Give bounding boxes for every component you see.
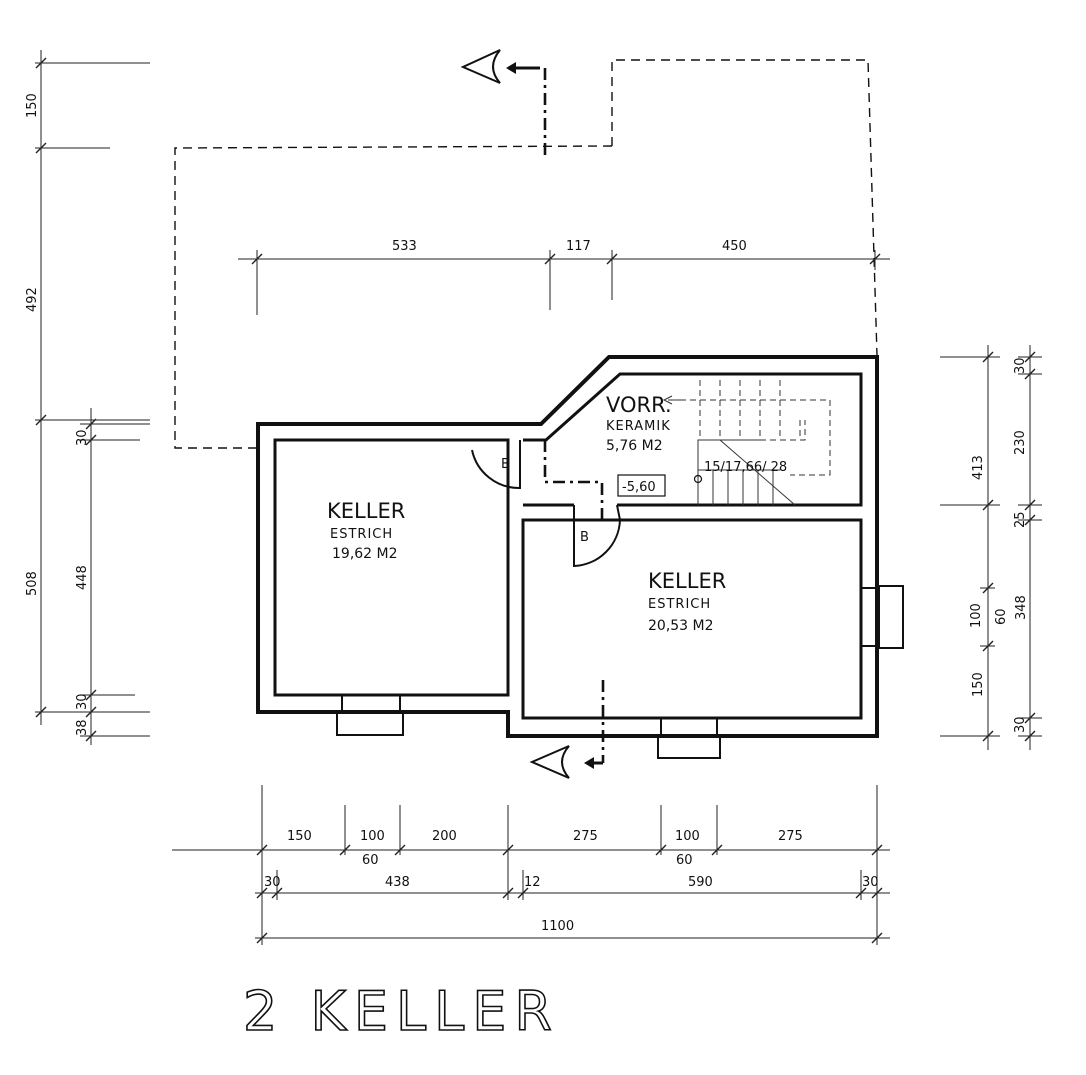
stair-spec: 15/17,66/ 28	[704, 460, 787, 475]
staircase	[662, 380, 831, 506]
room-name: VORR.	[606, 393, 672, 417]
dimension-chain-bottom-row1	[172, 785, 890, 945]
level-marker-box	[617, 474, 666, 497]
dimension-label: 30	[1013, 357, 1028, 374]
dimension-label: 60	[676, 853, 693, 868]
room-floor: KERAMIK	[606, 419, 671, 434]
dimension-label: 30	[862, 875, 879, 890]
dimension-label: 38	[75, 719, 90, 736]
door-label: B	[580, 530, 589, 545]
dimension-label: 30	[264, 875, 281, 890]
dimension-label: 30	[75, 693, 90, 710]
room-area: 5,76 M2	[606, 438, 663, 454]
dimension-label: 448	[75, 565, 90, 590]
room-floor: ESTRICH	[330, 527, 393, 542]
room-name: KELLER	[648, 569, 726, 593]
room-name: KELLER	[327, 499, 405, 523]
dimension-label: 413	[971, 455, 986, 480]
upper-floor-outline-dashed	[174, 59, 878, 449]
room-area: 19,62 M2	[332, 546, 398, 562]
section-arrow-top	[460, 49, 501, 84]
dimension-label: 590	[688, 875, 713, 890]
dimension-label: 100	[969, 603, 984, 628]
dimension-chain-top	[238, 250, 890, 315]
dimension-chain-bottom-row2	[255, 870, 890, 900]
level-marker: -5,60	[622, 480, 656, 495]
drawing-title: 2 KELLER	[243, 980, 560, 1043]
dimension-label: 30	[75, 429, 90, 446]
section-line-a	[506, 62, 605, 769]
dimension-label: 12	[524, 875, 541, 890]
dimension-label: 508	[25, 571, 40, 596]
dimension-label: 450	[722, 239, 747, 254]
door-label: B	[501, 457, 510, 472]
dimension-chain-left-inner	[80, 408, 150, 745]
door-right-room	[573, 504, 622, 568]
dimension-label: 150	[25, 93, 40, 118]
dimension-label: 117	[566, 239, 591, 254]
dimension-label: 25	[1013, 511, 1028, 528]
dimension-label: 60	[362, 853, 379, 868]
dimension-label: 30	[1013, 716, 1028, 733]
door-vestibule-left	[471, 440, 521, 490]
dimension-chain-left-outer	[35, 50, 150, 725]
dimension-label: 275	[573, 829, 598, 844]
room-floor: ESTRICH	[648, 597, 711, 612]
dimension-label: 1100	[541, 919, 574, 934]
dimension-chain-right-outer	[940, 345, 1000, 750]
dimension-label: 150	[287, 829, 312, 844]
building-walls	[256, 355, 904, 759]
dimension-label: 100	[675, 829, 700, 844]
dimension-label: 100	[360, 829, 385, 844]
section-arrow-bottom	[529, 745, 570, 779]
dimension-label: 60	[994, 608, 1009, 625]
dimension-label: 200	[432, 829, 457, 844]
dimension-label: 533	[392, 239, 417, 254]
dimension-label: 348	[1014, 595, 1029, 620]
dimension-chain-right-inner	[980, 345, 1042, 750]
dimension-label: 150	[971, 672, 986, 697]
dimension-label: 230	[1013, 430, 1028, 455]
room-area: 20,53 M2	[648, 618, 714, 634]
dimension-chain-bottom-total	[255, 932, 890, 944]
dimension-label: 438	[385, 875, 410, 890]
dimension-label: 492	[25, 287, 40, 312]
dimension-label: 275	[778, 829, 803, 844]
